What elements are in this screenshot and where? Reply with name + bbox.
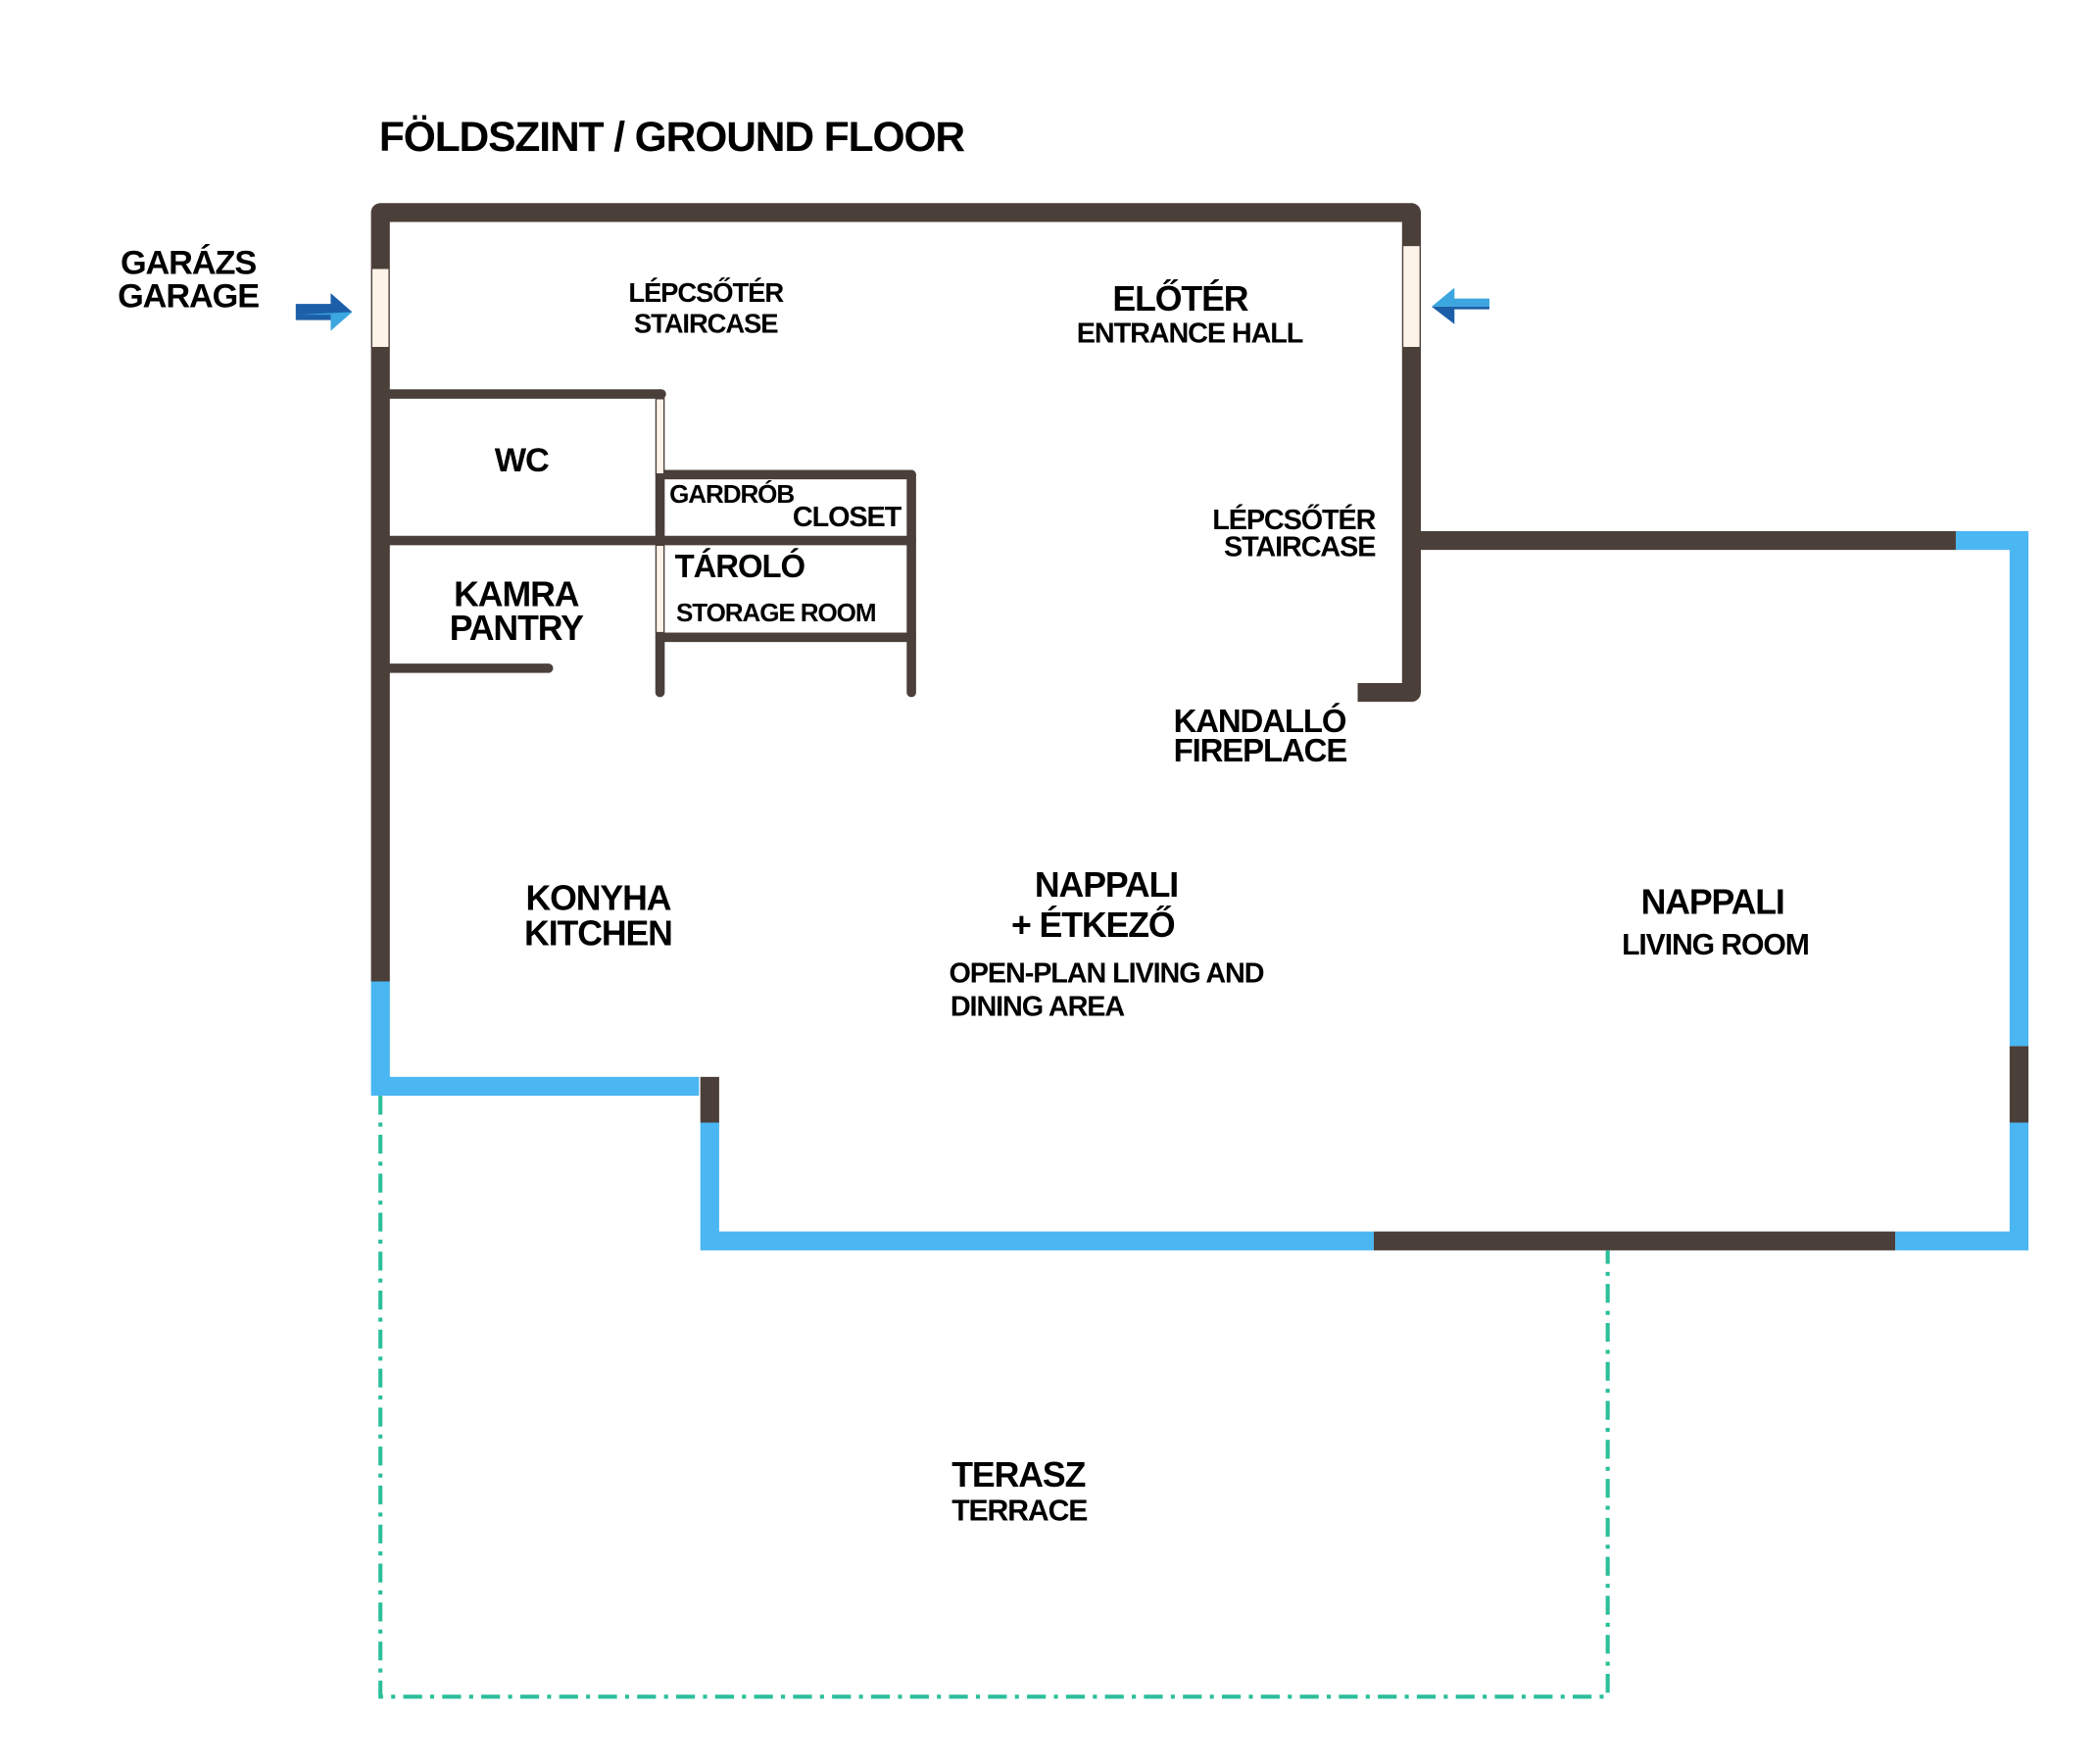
open-plan-label-en: OPEN-PLAN LIVING AND — [949, 957, 1263, 989]
arrow-right-icon — [295, 293, 353, 331]
kitchen-label: KONYHA — [525, 879, 670, 918]
living-label: NAPPALI — [1641, 883, 1784, 922]
open-plan-label-2: + ÉTKEZŐ — [1011, 906, 1175, 945]
terrace-label-en: TERRACE — [951, 1494, 1087, 1527]
walls — [370, 203, 2029, 1250]
kitchen-label-en: KITCHEN — [524, 913, 672, 953]
windows — [370, 530, 2029, 1250]
entrance-label: ELŐTÉR — [1112, 279, 1248, 318]
doors — [371, 246, 1420, 632]
storage-label-en: STORAGE ROOM — [676, 598, 875, 627]
garage-label: GARÁZS — [121, 242, 256, 281]
fireplace-label-en: FIREPLACE — [1174, 732, 1347, 768]
staircase-right-label: LÉPCSŐTÉR — [1212, 503, 1376, 536]
room-labels: GARÁZS GARAGE LÉPCSŐTÉR STAIRCASE ELŐTÉR… — [118, 242, 1810, 1527]
arrow-left-icon — [1431, 287, 1489, 324]
wc-label: WC — [495, 442, 549, 479]
living-label-en: LIVING ROOM — [1622, 929, 1809, 961]
staircase-right-label-en: STAIRCASE — [1224, 531, 1376, 563]
garage-label-en: GARAGE — [118, 278, 259, 316]
entrance-label-en: ENTRANCE HALL — [1077, 318, 1303, 349]
closet-label: GARDRÓB — [669, 479, 794, 509]
terrace-label: TERASZ — [951, 1455, 1085, 1494]
terrace-outline — [378, 1096, 1610, 1699]
staircase-label-en: STAIRCASE — [634, 308, 778, 338]
fireplace-label: KANDALLÓ — [1174, 703, 1346, 739]
closet-label-en: CLOSET — [793, 502, 902, 533]
staircase-label: LÉPCSŐTÉR — [628, 277, 784, 308]
storage-label: TÁROLÓ — [675, 548, 805, 584]
open-plan-label: NAPPALI — [1035, 865, 1178, 905]
pantry-label-en: PANTRY — [450, 609, 584, 648]
open-plan-label-en-2: DINING AREA — [951, 992, 1126, 1023]
page-title: FÖLDSZINT / GROUND FLOOR — [379, 115, 965, 161]
pantry-label: KAMRA — [454, 575, 579, 614]
